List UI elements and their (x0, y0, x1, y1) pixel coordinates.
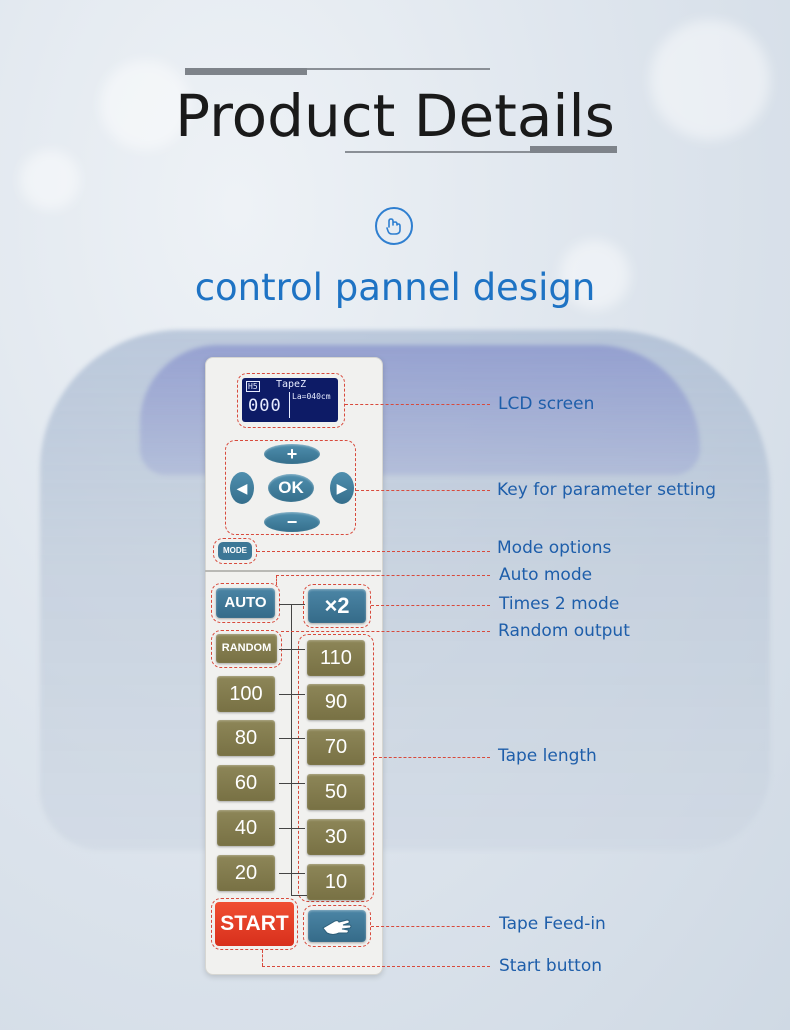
leader-auto (276, 575, 490, 576)
key-connector (279, 694, 305, 695)
page-title: Product Details (175, 82, 615, 150)
lcd-screen: H5 TapeZ 000 La=040cm (242, 378, 338, 422)
length-key-100[interactable]: 100 (217, 676, 275, 712)
leader-param-keys (356, 490, 490, 491)
random-button[interactable]: RANDOM (216, 634, 277, 663)
callout-auto-mode: Auto mode (499, 565, 593, 585)
lcd-separator (289, 392, 290, 418)
callout-start-button: Start button (499, 956, 603, 976)
length-key-70[interactable]: 70 (307, 729, 365, 765)
key-column-connector (291, 604, 292, 896)
auto-callout-box (211, 583, 280, 623)
key-connector (291, 895, 307, 896)
bokeh-light (650, 20, 770, 140)
param-keys-callout-box (225, 440, 356, 535)
section-subtitle: control pannel design (194, 266, 596, 309)
key-connector (279, 783, 305, 784)
mode-button[interactable]: MODE (218, 542, 252, 560)
tape-feed-button[interactable] (308, 910, 366, 942)
length-key-30[interactable]: 30 (307, 819, 365, 855)
bokeh-light (20, 150, 80, 210)
left-arrow-button[interactable]: ◀ (230, 472, 254, 504)
right-arrow-button[interactable]: ▶ (330, 472, 354, 504)
leader-start (262, 966, 490, 967)
lcd-callout-box (237, 373, 345, 428)
pointing-hand-icon (375, 207, 413, 245)
mode-callout-box (213, 538, 257, 564)
length-key-40[interactable]: 40 (217, 810, 275, 846)
callout-random-output: Random output (498, 621, 630, 641)
times2-callout-box (303, 584, 371, 628)
leader-random (281, 631, 490, 632)
length-key-80[interactable]: 80 (217, 720, 275, 756)
minus-button[interactable]: − (264, 512, 320, 532)
callout-times2-mode: Times 2 mode (499, 594, 620, 614)
key-connector (279, 604, 305, 605)
leader-times2 (371, 605, 490, 606)
callout-tape-feed: Tape Feed-in (499, 914, 606, 934)
length-key-110[interactable]: 110 (307, 640, 365, 676)
times2-button[interactable]: ×2 (308, 589, 366, 623)
title-rule-top (185, 68, 490, 70)
title-rule-top-accent (185, 68, 307, 75)
leader-lcd (345, 404, 490, 405)
callout-mode-options: Mode options (497, 538, 612, 558)
plus-button[interactable]: + (264, 444, 320, 464)
lcd-length-readout: La=040cm (292, 392, 331, 401)
leader-start-vertical (262, 950, 263, 966)
key-connector (279, 873, 305, 874)
panel-divider (205, 570, 381, 572)
length-key-20[interactable]: 20 (217, 855, 275, 891)
leader-tape-length (374, 757, 490, 758)
auto-button[interactable]: AUTO (216, 588, 275, 618)
hand-feed-icon (322, 919, 352, 935)
callout-tape-length: Tape length (498, 746, 597, 766)
bokeh-light (560, 240, 630, 310)
lcd-counter: 000 (248, 396, 282, 416)
length-key-10[interactable]: 10 (307, 864, 365, 900)
title-rule-bottom (345, 151, 617, 153)
callout-lcd-screen: LCD screen (498, 394, 595, 414)
key-connector (279, 738, 305, 739)
length-key-90[interactable]: 90 (307, 684, 365, 720)
key-connector (279, 649, 305, 650)
title-rule-bottom-accent (530, 146, 617, 153)
bokeh-light (100, 60, 190, 150)
tape-length-callout-box (298, 634, 374, 902)
length-key-50[interactable]: 50 (307, 774, 365, 810)
feed-callout-box (303, 905, 371, 947)
key-connector (279, 828, 305, 829)
lcd-mode-badge: H5 (246, 381, 260, 392)
lcd-tape-label: TapeZ (276, 379, 307, 390)
leader-auto-vertical (276, 575, 277, 585)
callout-param-keys: Key for parameter setting (497, 480, 717, 500)
length-key-60[interactable]: 60 (217, 765, 275, 801)
leader-tape-feed (371, 926, 490, 927)
leader-mode (257, 551, 490, 552)
start-button[interactable]: START (215, 902, 294, 946)
ok-button[interactable]: OK (268, 474, 314, 502)
start-callout-box (211, 898, 298, 950)
